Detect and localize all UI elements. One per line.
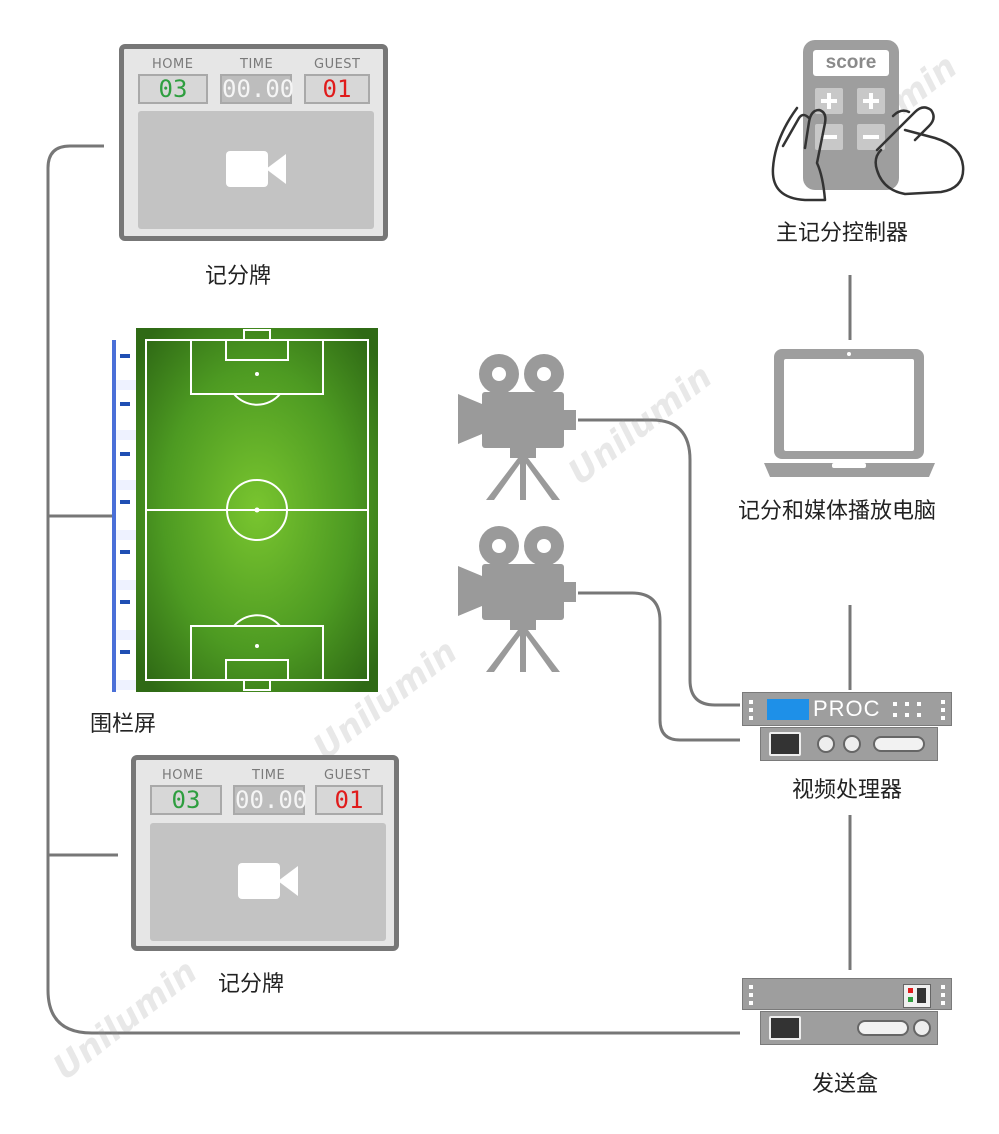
sender-box-label: 发送盒: [812, 1072, 879, 1097]
video-processor-back: [760, 727, 938, 761]
football-pitch: [136, 328, 378, 692]
dsub-port-icon: [873, 736, 925, 752]
indicator-dot: [917, 702, 921, 706]
led-strip-logos: [120, 354, 130, 654]
power-socket-icon: [769, 732, 801, 756]
connector-icon: [817, 735, 835, 753]
sender-box-front: [742, 978, 952, 1010]
video-camera-icon: [238, 863, 300, 899]
scoreboard-screen: [150, 823, 386, 941]
indicator-dot: [905, 713, 909, 717]
red-led: [908, 988, 913, 993]
indicator-dot: [917, 713, 921, 717]
rack-hole: [749, 1001, 753, 1005]
rack-hole: [941, 993, 945, 997]
laptop-label: 记分和媒体播放电脑: [738, 499, 937, 524]
video-processor-front: PROC: [742, 692, 952, 726]
guest-score: 01: [315, 785, 383, 815]
guest-label: GUEST: [324, 768, 371, 783]
rack-hole: [941, 716, 945, 720]
home-score: 03: [150, 785, 222, 815]
video-camera-icon: [226, 151, 288, 187]
scoreboard-top-label: 记分牌: [205, 264, 272, 289]
home-label: HOME: [162, 768, 204, 783]
indicator-dot: [893, 713, 897, 717]
time-value: 00.00: [233, 785, 308, 815]
controller-device-icon: [771, 40, 965, 202]
connector-icon: [913, 1019, 931, 1037]
movie-camera-icon-1: [458, 354, 576, 500]
guest-label: GUEST: [314, 57, 361, 72]
movie-camera-icon-2: [458, 526, 576, 672]
rack-hole: [749, 985, 753, 989]
rack-hole: [941, 708, 945, 712]
rack-hole: [749, 700, 753, 704]
port-block: [917, 988, 926, 1003]
rack-hole: [941, 985, 945, 989]
time-value: 00.00: [220, 74, 295, 104]
indicator-dot: [893, 702, 897, 706]
rack-hole: [749, 716, 753, 720]
processor-display: [767, 699, 809, 720]
indicator-dot: [905, 702, 909, 706]
rack-hole: [941, 700, 945, 704]
rack-hole: [749, 708, 753, 712]
scoreboard-bottom-label: 记分牌: [218, 972, 285, 997]
scoreboard-top: HOME TIME GUEST 03 00.00 01: [119, 44, 388, 241]
guest-score: 01: [304, 74, 370, 104]
hand-icon: [771, 106, 965, 202]
line-camera1: [578, 418, 740, 707]
line-scoreboard-top: [46, 144, 740, 1035]
score-controller: score: [765, 38, 970, 208]
sender-box-back: [760, 1011, 938, 1045]
line-camera2: [578, 591, 740, 742]
rack-hole: [749, 993, 753, 997]
perimeter-screen-label: 围栏屏: [90, 712, 157, 737]
controller-screen-text: score: [825, 52, 877, 73]
time-label: TIME: [240, 57, 274, 72]
laptop-icon: [764, 349, 935, 477]
connector-icon: [843, 735, 861, 753]
scoreboard-screen: [138, 111, 374, 229]
rack-hole: [941, 1001, 945, 1005]
video-processor-label: 视频处理器: [792, 778, 903, 803]
dsub-port-icon: [857, 1020, 909, 1036]
controller-label: 主记分控制器: [776, 221, 909, 246]
time-label: TIME: [252, 768, 286, 783]
green-led: [908, 997, 913, 1002]
home-score: 03: [138, 74, 208, 104]
perimeter-led-strip: [112, 340, 136, 692]
home-label: HOME: [152, 57, 194, 72]
power-socket-icon: [769, 1016, 801, 1040]
status-leds: [903, 984, 931, 1008]
scoreboard-bottom: HOME TIME GUEST 03 00.00 01: [131, 755, 399, 951]
processor-brand-text: PROC: [813, 696, 881, 721]
